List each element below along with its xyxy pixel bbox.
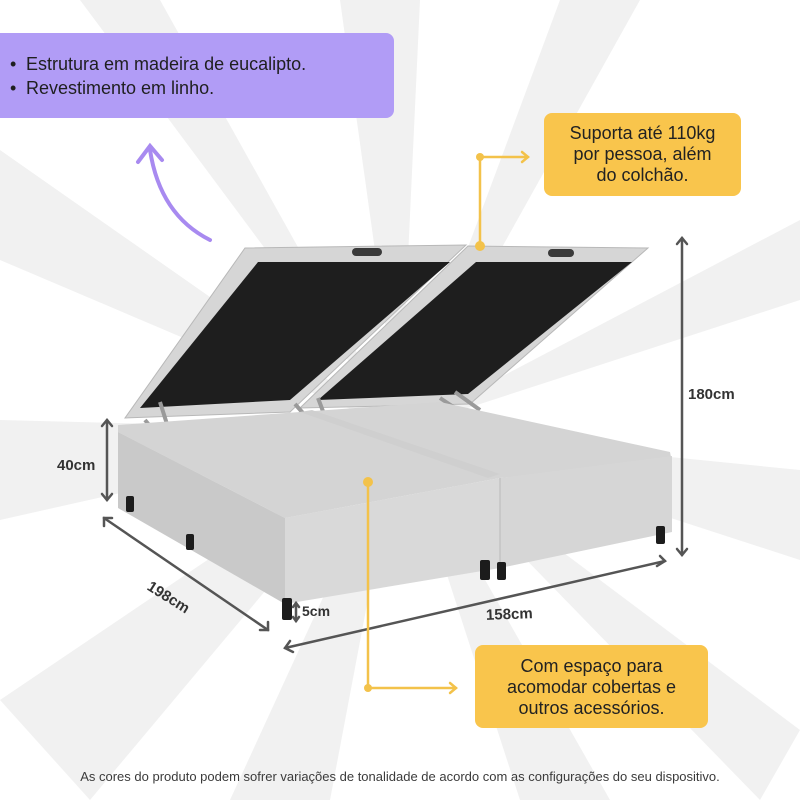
weight-line-2: por pessoa, além — [573, 144, 712, 164]
dimension-width: 158cm — [485, 605, 534, 624]
space-line-2: acomodar cobertas e — [506, 677, 677, 697]
lid-left — [124, 244, 468, 419]
bed-feet — [126, 496, 665, 620]
dimension-feet: 5cm — [302, 603, 331, 619]
feature-upholstery: Revestimento em linho. — [8, 76, 382, 100]
weight-line-1: Suporta até 110kg — [569, 123, 716, 143]
dimension-base-height: 40cm — [57, 457, 96, 474]
color-disclaimer: As cores do produto podem sofrer variaçõ… — [80, 769, 720, 784]
dimension-total-height: 180cm — [688, 386, 735, 403]
storage-space-callout: Com espaço para acomodar cobertas e outr… — [475, 645, 708, 728]
weight-line-3: do colchão. — [596, 165, 689, 185]
features-callout: Estrutura em madeira de eucalipto. Reves… — [0, 33, 394, 118]
weight-capacity-callout: Suporta até 110kg por pessoa, além do co… — [544, 113, 741, 196]
space-line-1: Com espaço para — [520, 656, 663, 676]
space-line-3: outros acessórios. — [518, 698, 665, 718]
features-list: Estrutura em madeira de eucalipto. Reves… — [8, 52, 382, 100]
feature-structure: Estrutura em madeira de eucalipto. — [8, 52, 382, 76]
